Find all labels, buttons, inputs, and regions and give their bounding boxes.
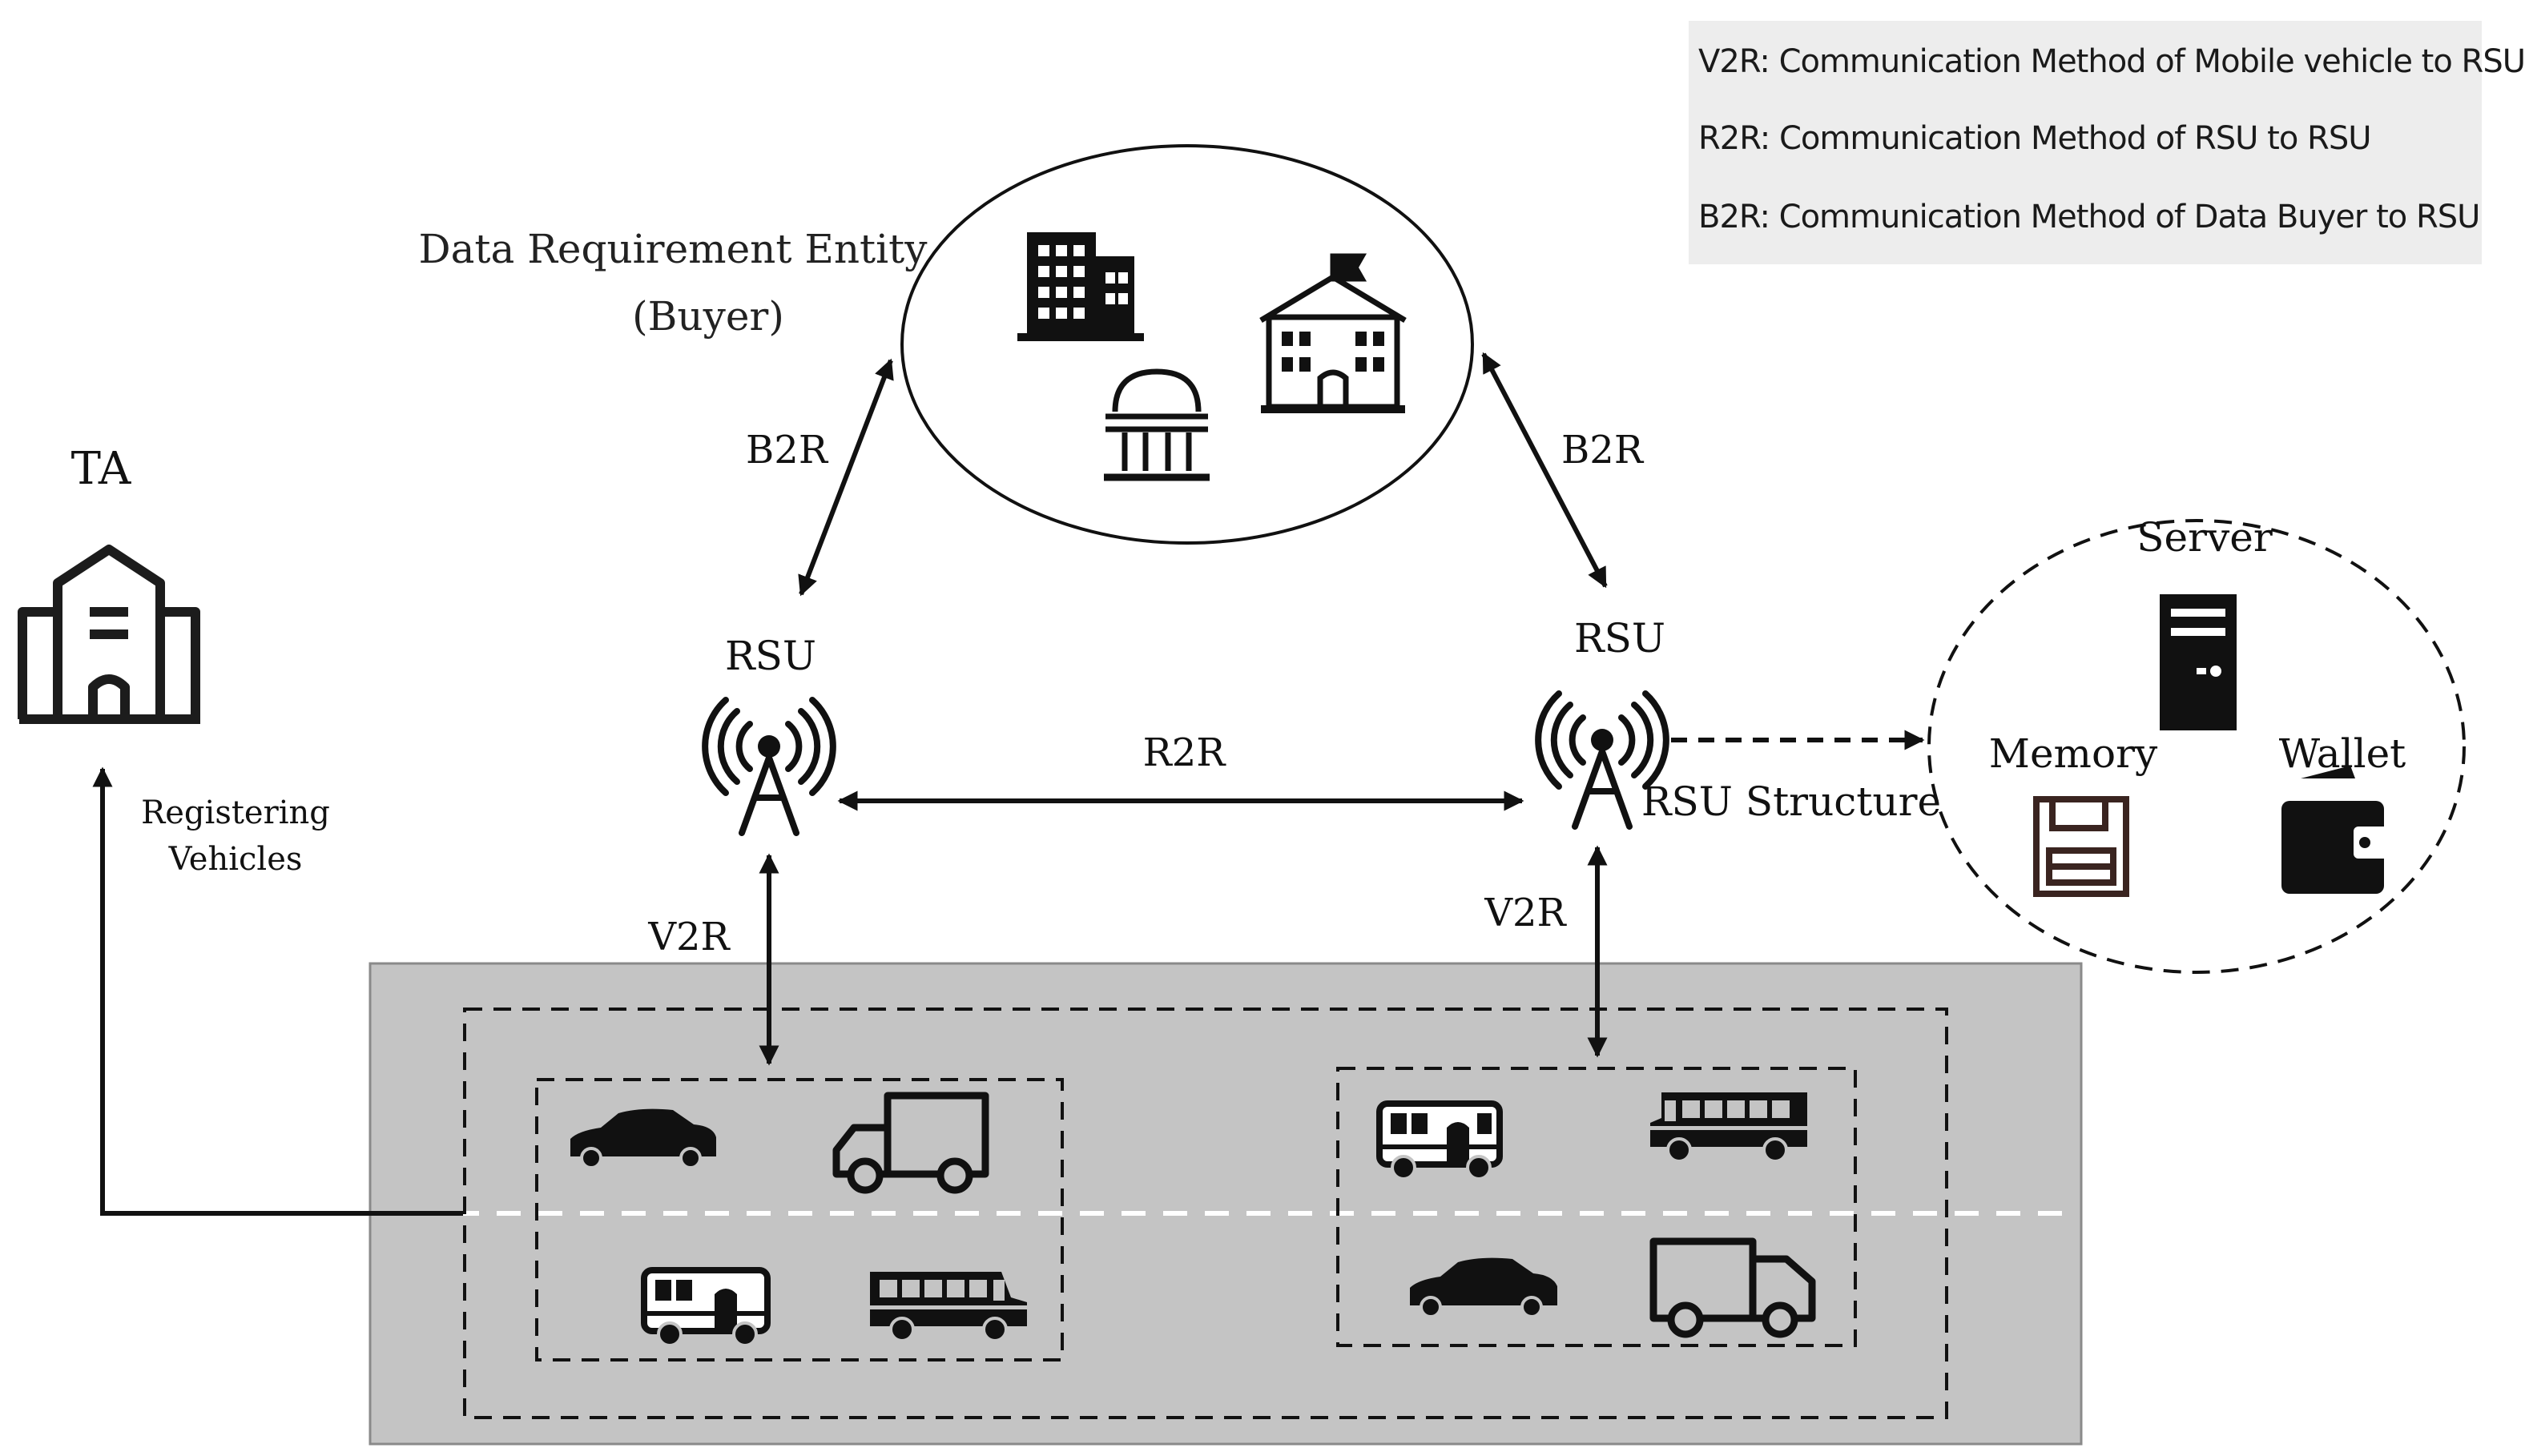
truck-icon bbox=[1649, 1237, 1816, 1338]
memory-label: Memory bbox=[1989, 730, 2158, 777]
car-icon bbox=[1410, 1257, 1557, 1318]
v2r-right-label: V2R bbox=[1484, 891, 1567, 935]
memory-floppy-icon bbox=[2033, 796, 2129, 897]
rsu-structure-label: RSU Structure bbox=[1641, 778, 1941, 825]
vehicle-group-right bbox=[1336, 1067, 1857, 1347]
legend-item-v2r: V2R: Communication Method of Mobile vehi… bbox=[1698, 43, 2525, 80]
car-icon bbox=[570, 1108, 716, 1169]
rsu-right-label: RSU bbox=[1574, 615, 1665, 662]
buyer-ellipse bbox=[900, 144, 1474, 545]
b2r-left-arrow bbox=[798, 358, 894, 597]
bus-icon bbox=[870, 1272, 1027, 1342]
truck-icon bbox=[832, 1092, 989, 1194]
wallet-label: Wallet bbox=[2279, 730, 2406, 777]
legend-box: V2R: Communication Method of Mobile vehi… bbox=[1689, 21, 2525, 264]
server-label: Server bbox=[2136, 514, 2273, 561]
legend-item-r2r: R2R: Communication Method of RSU to RSU bbox=[1698, 120, 2371, 157]
b2r-left-label: B2R bbox=[746, 428, 829, 473]
buyer-subtitle: (Buyer) bbox=[632, 293, 784, 340]
r2r-label: R2R bbox=[1143, 730, 1227, 775]
buyer-title: Data Requirement Entity bbox=[419, 226, 928, 272]
vehicle-network-boundary bbox=[463, 1008, 1948, 1419]
rsu-left-label: RSU bbox=[725, 633, 816, 679]
server-icon bbox=[2160, 594, 2237, 730]
registering-arrow bbox=[92, 766, 463, 1216]
van-icon bbox=[641, 1267, 771, 1347]
ta-building-icon bbox=[18, 545, 200, 724]
b2r-right-arrow bbox=[1481, 352, 1608, 589]
registering-label-line1: Registering bbox=[141, 794, 330, 831]
legend-item-b2r: B2R: Communication Method of Data Buyer … bbox=[1698, 199, 2480, 235]
government-building-icon bbox=[1104, 368, 1210, 481]
van-icon bbox=[1376, 1100, 1503, 1180]
vehicle-group-left bbox=[535, 1078, 1064, 1361]
road-area bbox=[368, 962, 2083, 1446]
antenna-tower-icon bbox=[702, 697, 836, 836]
registering-label-line2: Vehicles bbox=[168, 841, 303, 878]
school-icon bbox=[1259, 253, 1407, 413]
v2r-left-label: V2R bbox=[647, 915, 731, 959]
bus-icon bbox=[1650, 1092, 1807, 1163]
b2r-right-label: B2R bbox=[1561, 428, 1645, 473]
rsu-structure-circle bbox=[1927, 519, 2466, 974]
ta-label: TA bbox=[71, 443, 131, 495]
office-building-icon bbox=[1017, 232, 1144, 341]
wallet-icon bbox=[2281, 766, 2389, 894]
antenna-tower-icon bbox=[1535, 690, 1669, 830]
